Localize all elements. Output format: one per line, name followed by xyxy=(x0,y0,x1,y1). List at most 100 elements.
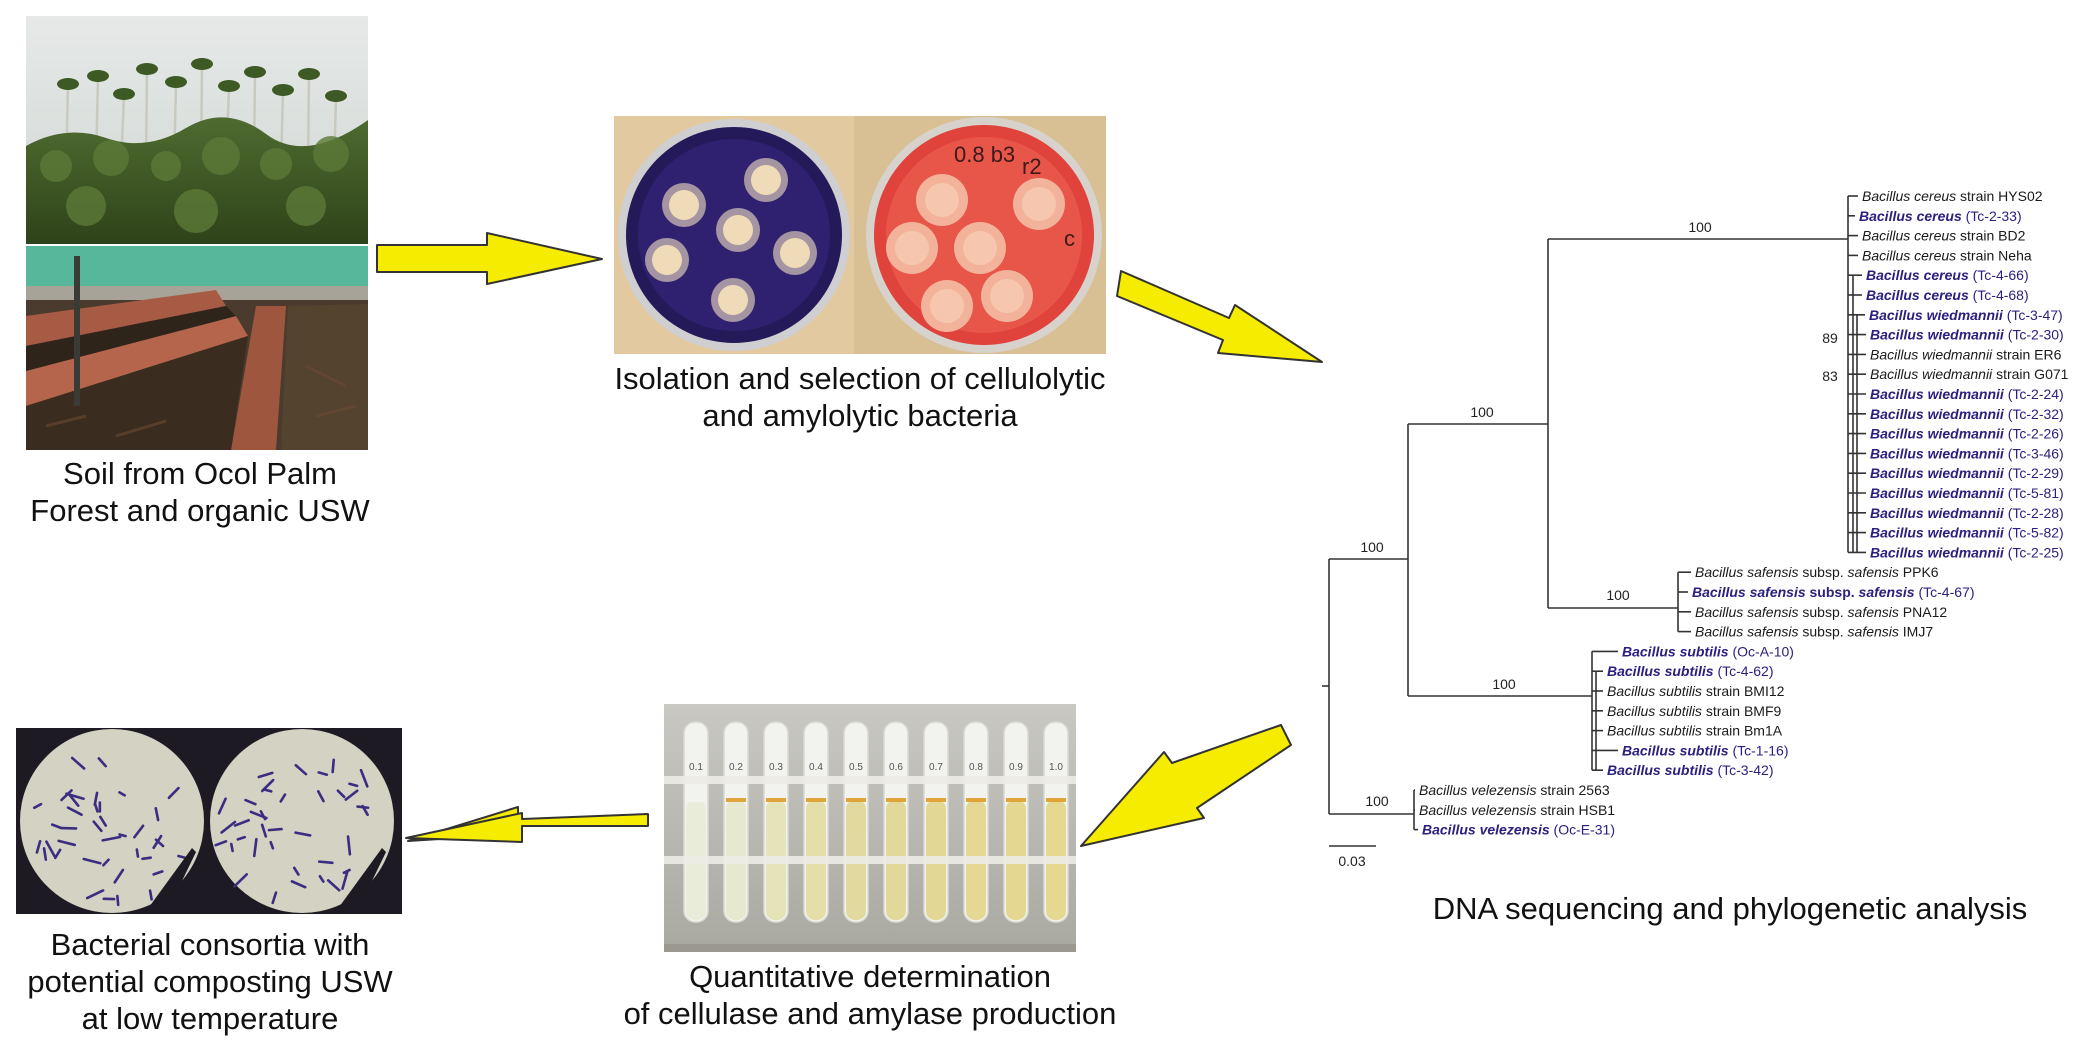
taxon-label: Bacillus cereus strain Neha xyxy=(1862,247,2032,263)
bootstrap-value: 100 xyxy=(1606,587,1630,603)
caption-dna-line-1: DNA sequencing and phylogenetic analysis xyxy=(1432,891,2028,926)
tube-label: 0.1 xyxy=(689,762,703,773)
caption-isolation-line-2: and amylolytic bacteria xyxy=(702,398,1018,433)
tube-label: 0.3 xyxy=(769,762,783,773)
taxon-label: Bacillus subtilis (Tc-1-16) xyxy=(1622,742,1789,758)
taxon-label: Bacillus wiedmannii strain ER6 xyxy=(1870,346,2062,362)
bacterium-rod xyxy=(60,789,73,802)
taxon-label: Bacillus safensis subsp. safensis PNA12 xyxy=(1695,604,1947,620)
bacterium-rod xyxy=(92,820,103,833)
tube-meniscus xyxy=(886,798,906,802)
bacterium-rod xyxy=(229,842,234,853)
bacterium-rod xyxy=(118,791,126,797)
bacterium-rod xyxy=(217,797,227,815)
tube-meniscus xyxy=(766,798,786,802)
bacterium-rod xyxy=(65,792,85,800)
taxon-label: Bacillus wiedmannii (Tc-2-26) xyxy=(1870,426,2064,442)
bacterium-rod xyxy=(167,786,180,800)
taxon-label: Bacillus velezensis (Oc-E-31) xyxy=(1422,822,1615,838)
bacterium-rod xyxy=(133,824,145,839)
bacterium-rod xyxy=(148,889,153,901)
tube-label: 0.7 xyxy=(929,762,943,773)
tube-label: 0.5 xyxy=(849,762,863,773)
bacterium-rod xyxy=(85,889,105,900)
tube-meniscus xyxy=(926,798,946,802)
arrow-to-dna xyxy=(1116,270,1323,363)
tube-meniscus xyxy=(1046,798,1066,802)
tube-label: 0.2 xyxy=(729,762,743,773)
taxon-label: Bacillus cereus (Tc-2-33) xyxy=(1859,208,2022,224)
bacterium-rod xyxy=(257,771,274,779)
caption-isolation: Isolation and selection of cellulolytic … xyxy=(560,360,1160,434)
caption-soil: Soil from Ocol Palm Forest and organic U… xyxy=(0,455,400,529)
bacterium-rod xyxy=(260,823,268,838)
taxon-label: Bacillus velezensis strain HSB1 xyxy=(1419,802,1615,818)
bacterium-rod xyxy=(359,768,369,788)
scale-bar-label: 0.03 xyxy=(1338,853,1365,869)
bacterium-rod xyxy=(271,891,278,905)
caption-consortia: Bacterial consortia with potential compo… xyxy=(0,926,420,1037)
bacterium-rod xyxy=(344,789,359,801)
bootstrap-value: 83 xyxy=(1822,368,1838,384)
caption-quant-line-2: of cellulase and amylase production xyxy=(623,996,1117,1031)
bacterium-rod xyxy=(93,803,99,813)
bacterium-rod xyxy=(45,840,57,858)
taxon-label: Bacillus subtilis (Oc-A-10) xyxy=(1622,643,1794,659)
caption-soil-line-2: Forest and organic USW xyxy=(30,493,370,528)
bacterium-rod xyxy=(336,789,346,799)
taxon-label: Bacillus subtilis (Tc-3-42) xyxy=(1607,762,1774,778)
microscopy-photo xyxy=(16,728,402,914)
bacterium-rod xyxy=(99,815,108,827)
bacterium-rod xyxy=(116,894,120,907)
bacterium-rod xyxy=(135,848,140,858)
bacterium-rod xyxy=(326,879,341,892)
bacterium-rod xyxy=(154,807,160,822)
bacterium-rod xyxy=(279,793,287,803)
bacterium-rod xyxy=(220,820,237,834)
bacterium-rod xyxy=(233,818,250,827)
tube-meniscus xyxy=(846,798,866,802)
bacterium-rod xyxy=(97,757,107,768)
taxon-label: Bacillus wiedmannii (Tc-2-30) xyxy=(1870,327,2064,343)
taxon-label: Bacillus wiedmannii (Tc-2-32) xyxy=(1870,406,2064,422)
caption-consortia-line-2: potential composting USW xyxy=(27,964,393,999)
bacterium-rod xyxy=(269,840,275,850)
taxon-label: Bacillus subtilis strain Bm1A xyxy=(1607,723,1783,739)
bacterium-rod xyxy=(348,782,359,788)
tube-meniscus xyxy=(1006,798,1026,802)
compost-beds-photo xyxy=(26,246,368,450)
taxon-label: Bacillus wiedmannii (Tc-5-81) xyxy=(1870,485,2064,501)
bootstrap-value: 100 xyxy=(1492,676,1516,692)
bacterium-rod xyxy=(118,833,127,838)
plate-label-1: 0.8 b3 xyxy=(954,142,1015,167)
bacterium-rod xyxy=(141,856,152,861)
bacterium-rod xyxy=(214,840,228,847)
bacterium-rod xyxy=(294,831,312,837)
plate-label-3: c xyxy=(1064,226,1075,251)
bacterium-rod xyxy=(93,791,99,806)
tube-label: 0.8 xyxy=(969,762,983,773)
tube-meniscus xyxy=(726,798,746,802)
bacterium-rod xyxy=(54,848,62,860)
bacterium-rod xyxy=(152,870,164,876)
bacterium-rod xyxy=(32,802,43,810)
bacterium-rod xyxy=(361,804,369,817)
taxon-label: Bacillus velezensis strain 2563 xyxy=(1419,782,1610,798)
palm-forest-photo xyxy=(26,16,368,244)
taxon-label: Bacillus safensis subsp. safensis (Tc-4-… xyxy=(1692,584,1974,600)
taxon-label: Bacillus safensis subsp. safensis IMJ7 xyxy=(1695,624,1933,640)
bacterium-rod xyxy=(317,860,334,865)
tube-label: 0.4 xyxy=(809,762,823,773)
taxon-label: Bacillus cereus strain HYS02 xyxy=(1862,188,2043,204)
bacterium-rod xyxy=(341,870,349,890)
taxon-label: Bacillus wiedmannii strain G071 xyxy=(1870,366,2069,382)
bacterium-rod xyxy=(57,839,77,847)
tube-meniscus xyxy=(806,798,826,802)
caption-consortia-line-1: Bacterial consortia with xyxy=(50,927,370,962)
taxon-label: Bacillus wiedmannii (Tc-2-29) xyxy=(1870,465,2064,481)
caption-dna: DNA sequencing and phylogenetic analysis xyxy=(1380,890,2080,927)
bacterium-rod xyxy=(252,837,258,858)
bacterium-rod xyxy=(290,880,307,889)
taxon-label: Bacillus safensis subsp. safensis PPK6 xyxy=(1695,564,1939,580)
